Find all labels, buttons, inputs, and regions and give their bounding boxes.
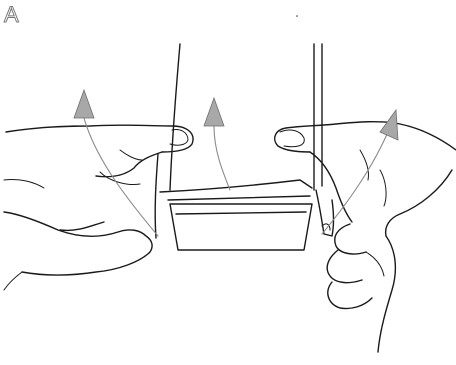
speck: [296, 15, 298, 17]
arrow-right-head: [379, 108, 399, 141]
paper-sheet: [169, 43, 323, 191]
left-hand: [3, 124, 194, 291]
arrow-left-head: [73, 88, 95, 119]
arrow-right-shaft: [321, 131, 389, 235]
lift-arrows: [73, 88, 399, 237]
panel-label: A: [4, 2, 20, 28]
tape-strip: [159, 179, 313, 251]
arrow-center-shaft: [213, 125, 231, 191]
right-hand: [274, 120, 456, 353]
arrow-center-head: [203, 96, 225, 127]
arrow-left-shaft: [83, 117, 159, 237]
